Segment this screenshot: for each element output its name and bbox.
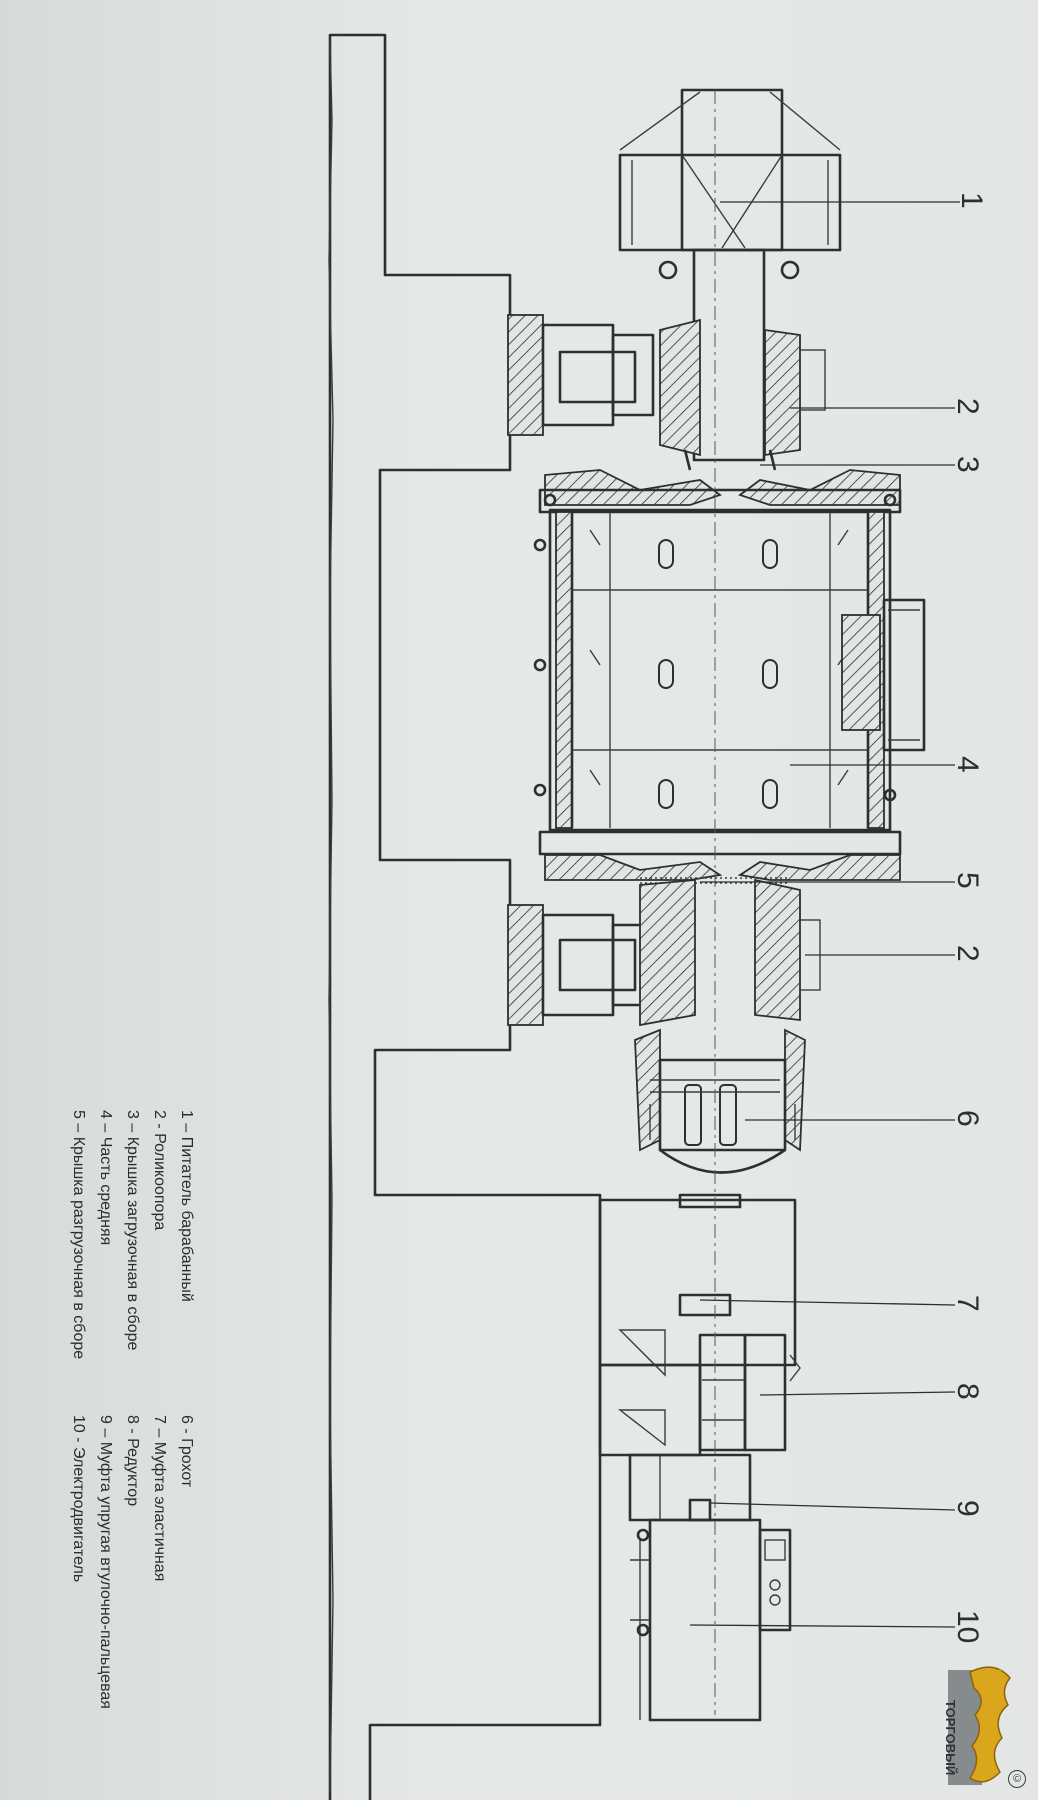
legend-item-10: 10 - Электродвигатель: [70, 1415, 87, 1583]
callout-9: 9: [951, 1500, 984, 1517]
loading-cover: [538, 469, 902, 514]
coupling-and-reducer: [598, 1198, 801, 1457]
legend-item-5: 5 – Крышка разгрузочная в сборе: [70, 1110, 87, 1360]
callout-5: 5: [951, 872, 984, 889]
callout-numbers: 1 2 3 4 5 2 6 7 8 9 10: [951, 192, 988, 1643]
callout-2-lower: 2: [951, 945, 984, 962]
legend-item-3: 3 – Крышка загрузочная в сборе: [124, 1110, 141, 1351]
legend-item-4: 4 – Часть средняя: [97, 1110, 114, 1246]
legend-column-left: 1 – Питатель барабанный 2 - Роликоопора …: [65, 1110, 200, 1359]
callout-4: 4: [951, 756, 984, 773]
legend-item-1: 1 – Питатель барабанный: [178, 1110, 195, 1302]
roller-support-upper: [507, 314, 826, 471]
discharge-cover: [538, 830, 902, 884]
legend-item-6: 6 - Грохот: [178, 1415, 195, 1488]
drum-middle-section: [533, 508, 926, 832]
watermark-text: ТОРГОВЫЙ: [943, 1700, 958, 1776]
parts-legend: 1 – Питатель барабанный 2 - Роликоопора …: [20, 1110, 200, 1709]
copyright-mark: ©: [1008, 1770, 1026, 1788]
legend-item-2: 2 - Роликоопора: [151, 1110, 168, 1231]
legend-item-8: 8 - Редуктор: [124, 1415, 141, 1507]
callout-6: 6: [951, 1110, 984, 1127]
watermark-dragon: [968, 1666, 1011, 1783]
motor-assembly: [628, 1453, 792, 1722]
watermark-crown: [995, 1668, 1004, 1680]
foundation-edge: [328, 39, 334, 1791]
roller-support-lower: [507, 878, 821, 1027]
legend-item-9: 9 – Муфта упругая втулочно-пальцевая: [97, 1415, 114, 1709]
callout-7: 7: [951, 1295, 984, 1312]
legend-item-7: 7 – Муфта эластичная: [151, 1415, 168, 1582]
callout-3: 3: [951, 456, 984, 473]
callout-8: 8: [951, 1383, 984, 1400]
callout-2-upper: 2: [951, 398, 984, 415]
leader-lines: [689, 201, 960, 1628]
foundation-outline: [328, 33, 602, 1800]
dragon-logo-icon: [948, 1666, 1011, 1785]
legend-column-right: 6 - Грохот 7 – Муфта эластичная 8 - Реду…: [65, 1415, 200, 1709]
trommel-screen: [634, 1028, 806, 1209]
callout-10: 10: [951, 1610, 984, 1643]
callout-1: 1: [955, 192, 988, 209]
